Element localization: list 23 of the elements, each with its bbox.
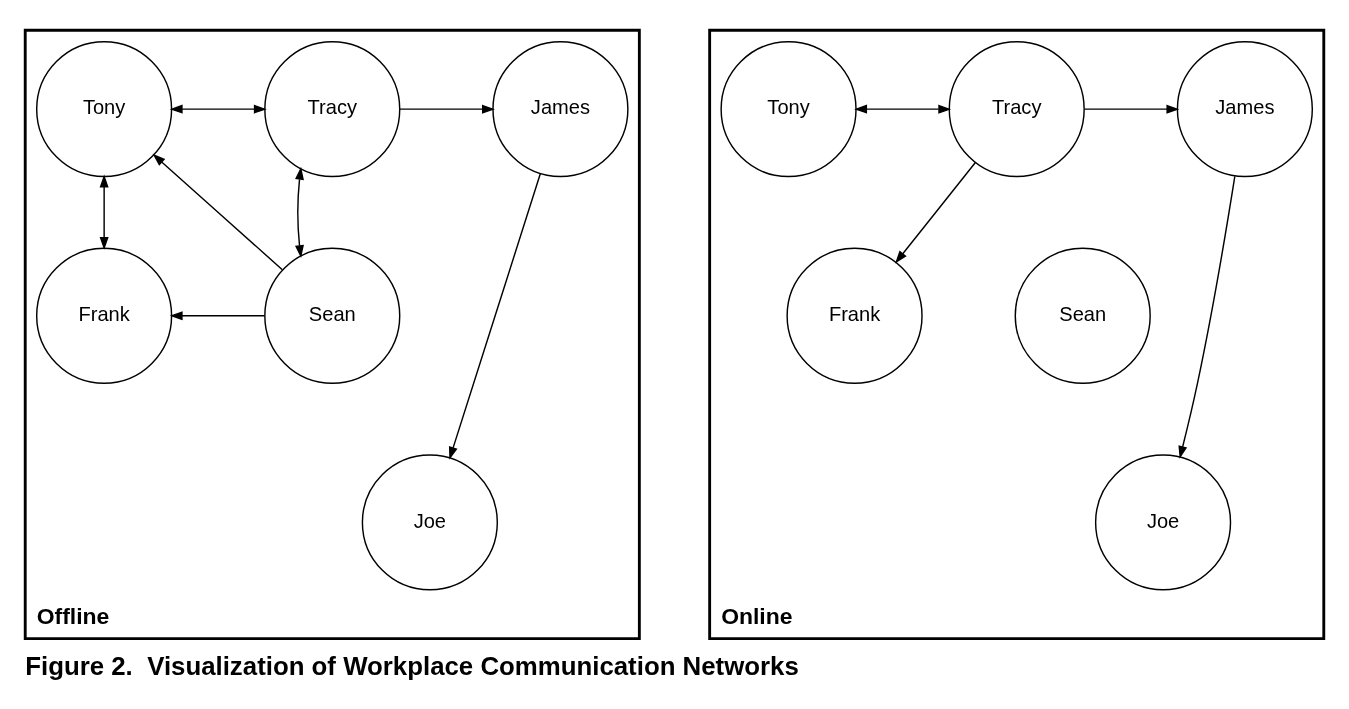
arrow: [448, 173, 542, 460]
node-circle: Tony: [36, 41, 173, 178]
node-circle: Frank: [36, 247, 173, 384]
node-circle: Tracy: [948, 41, 1085, 178]
arrow: [1083, 104, 1180, 114]
node-circle: James: [1176, 41, 1313, 178]
caption: Figure 2. Visualization of Workplace Communication Networks: [25, 652, 799, 681]
node-circle: Tony: [720, 41, 857, 178]
arrow: [152, 153, 284, 271]
node-circle: Sean: [1014, 247, 1151, 384]
arrow: [99, 174, 109, 250]
node-circle: Sean: [264, 247, 401, 384]
arrow: [169, 104, 267, 114]
arrow: [854, 104, 952, 114]
node-circle: Joe: [1094, 454, 1232, 591]
arrow: [895, 161, 977, 264]
node-circle: James: [492, 41, 629, 178]
arrow: [1178, 175, 1236, 459]
arrow: [399, 104, 495, 114]
arrow: [169, 311, 266, 321]
node-circle: Tracy: [264, 41, 401, 178]
node-circle: Joe: [361, 454, 498, 591]
arrow: [295, 166, 304, 259]
